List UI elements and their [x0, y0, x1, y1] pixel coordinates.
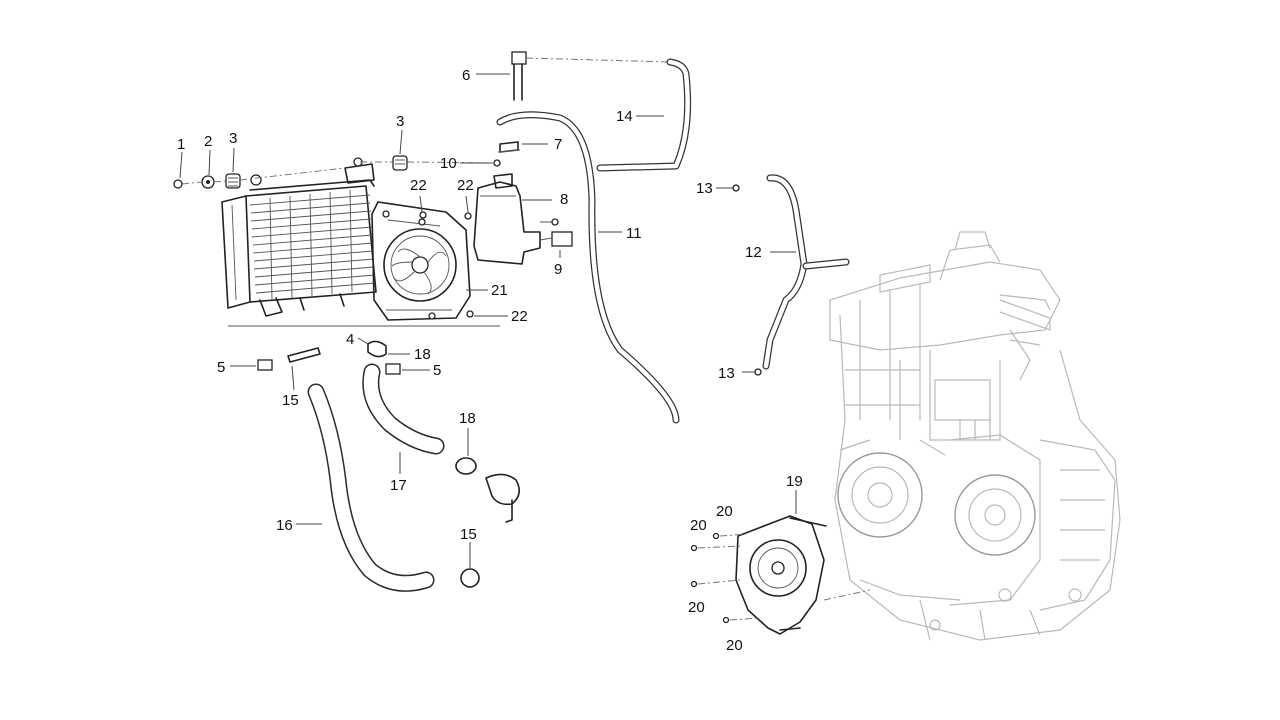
callout-3: 3	[396, 113, 404, 130]
callout-13: 13	[696, 180, 713, 197]
leader-lines	[179, 73, 797, 568]
coolant-reservoir	[473, 141, 573, 265]
callout-22: 22	[410, 177, 427, 194]
callout-15: 15	[282, 392, 299, 409]
callout-5: 5	[217, 359, 225, 376]
overflow-tubes	[496, 51, 850, 424]
callout-17: 17	[390, 477, 407, 494]
callout-13: 13	[718, 365, 735, 382]
callout-labels: 1 2 3 3 4 5 5 6 7 8 9 10 11 12 13 13 14 …	[177, 67, 803, 654]
cooling-fan-shroud	[371, 201, 471, 321]
callout-10: 10	[440, 155, 457, 172]
callout-6: 6	[462, 67, 470, 84]
callout-11: 11	[626, 225, 642, 242]
callout-4: 4	[346, 331, 354, 348]
radiator-fins	[249, 189, 376, 301]
engine-assembly	[829, 231, 1121, 641]
coolant-hoses	[257, 340, 520, 592]
callout-8: 8	[560, 191, 568, 208]
callout-2: 2	[204, 133, 212, 150]
callout-9: 9	[554, 261, 562, 278]
callout-22: 22	[511, 308, 528, 325]
callout-21: 21	[491, 282, 508, 299]
callout-7: 7	[554, 136, 562, 153]
callout-18: 18	[459, 410, 476, 427]
callout-1: 1	[177, 136, 185, 153]
callout-5: 5	[433, 362, 441, 379]
radiator-fasteners	[173, 155, 501, 318]
callout-22: 22	[457, 177, 474, 194]
water-pump-cover	[690, 515, 871, 635]
callout-14: 14	[616, 108, 633, 125]
callout-20: 20	[716, 503, 733, 520]
callout-3: 3	[229, 130, 237, 147]
callout-19: 19	[786, 473, 803, 490]
callout-20: 20	[690, 517, 707, 534]
radiator	[221, 157, 500, 327]
callout-12: 12	[745, 244, 762, 261]
callout-15: 15	[460, 526, 477, 543]
callout-18: 18	[414, 346, 431, 363]
callout-16: 16	[276, 517, 293, 534]
callout-20: 20	[688, 599, 705, 616]
callout-20: 20	[726, 637, 743, 654]
